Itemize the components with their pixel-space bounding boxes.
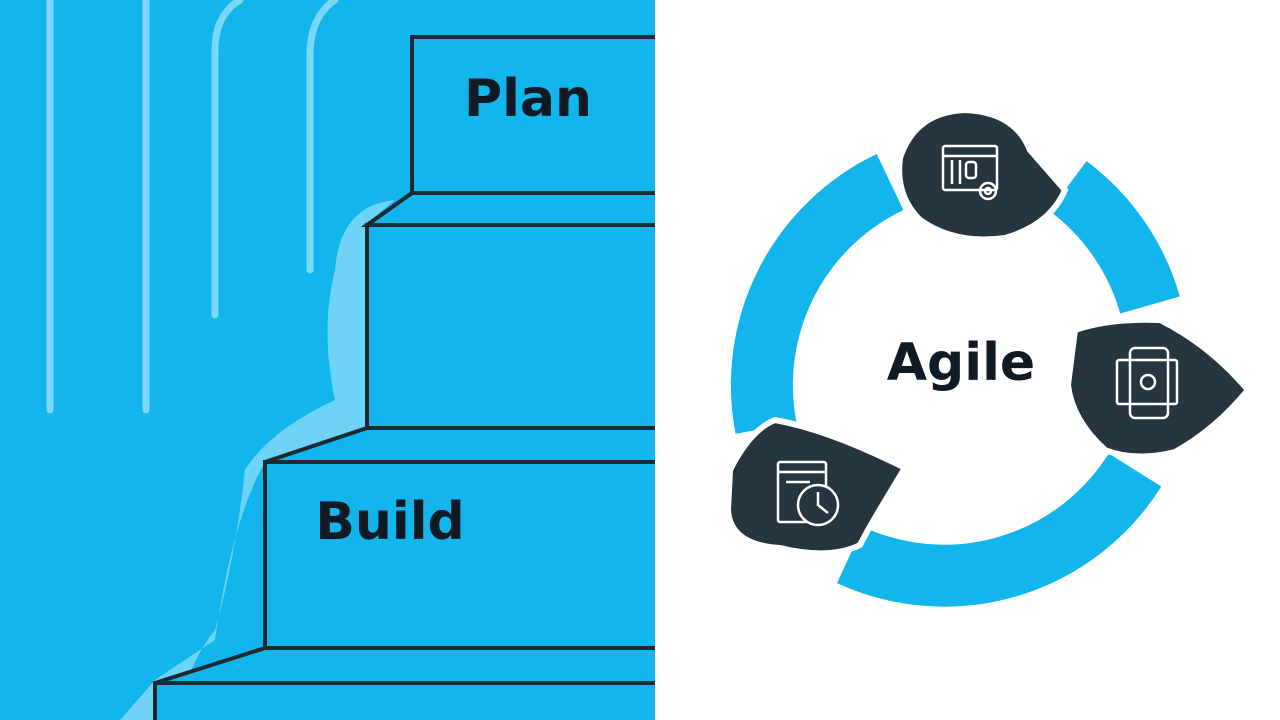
phone-device-icon: [1115, 346, 1179, 420]
cycle-stage-right: [1064, 316, 1252, 460]
step-middle-tread: [264, 426, 655, 464]
staircase-shadow: [120, 200, 395, 720]
step-build: [154, 460, 655, 685]
step-label-build: Build: [315, 492, 465, 552]
curved-line-2: [306, 0, 339, 274]
cycle-arc-left: [730, 154, 904, 434]
agile-cycle-panel: Agile: [655, 0, 1280, 720]
step-bottom-riser: [153, 681, 655, 720]
step-label-plan: Plan: [464, 69, 592, 129]
step-plan: [360, 35, 655, 227]
step-build-riser: [263, 460, 655, 650]
document-clock-icon: [776, 460, 840, 527]
cycle-stage-top: [896, 106, 1069, 243]
staircase-panel: Plan Build: [0, 0, 655, 720]
agile-cycle-diagram: Agile: [724, 106, 1252, 607]
step-middle-riser: [365, 223, 655, 430]
stage-right-badge: [1064, 316, 1252, 460]
machine-gear-icon: [941, 144, 999, 201]
staircase-illustration: Plan Build: [0, 0, 655, 720]
agile-center-label: Agile: [887, 333, 1035, 393]
step-plan-tread: [360, 191, 655, 227]
stage-top-badge: [896, 106, 1069, 243]
cycle-ring: [730, 154, 1180, 607]
curved-line-1: [211, 0, 244, 319]
step-build-tread: [154, 646, 655, 685]
cycle-arc-bottom: [837, 453, 1162, 607]
step-middle: [264, 223, 655, 464]
background-lines: [46, 0, 339, 414]
cycle-stage-bottom-left: [724, 416, 910, 557]
step-bottom: [153, 681, 655, 720]
cycle-arc-top-right: [1048, 161, 1180, 315]
